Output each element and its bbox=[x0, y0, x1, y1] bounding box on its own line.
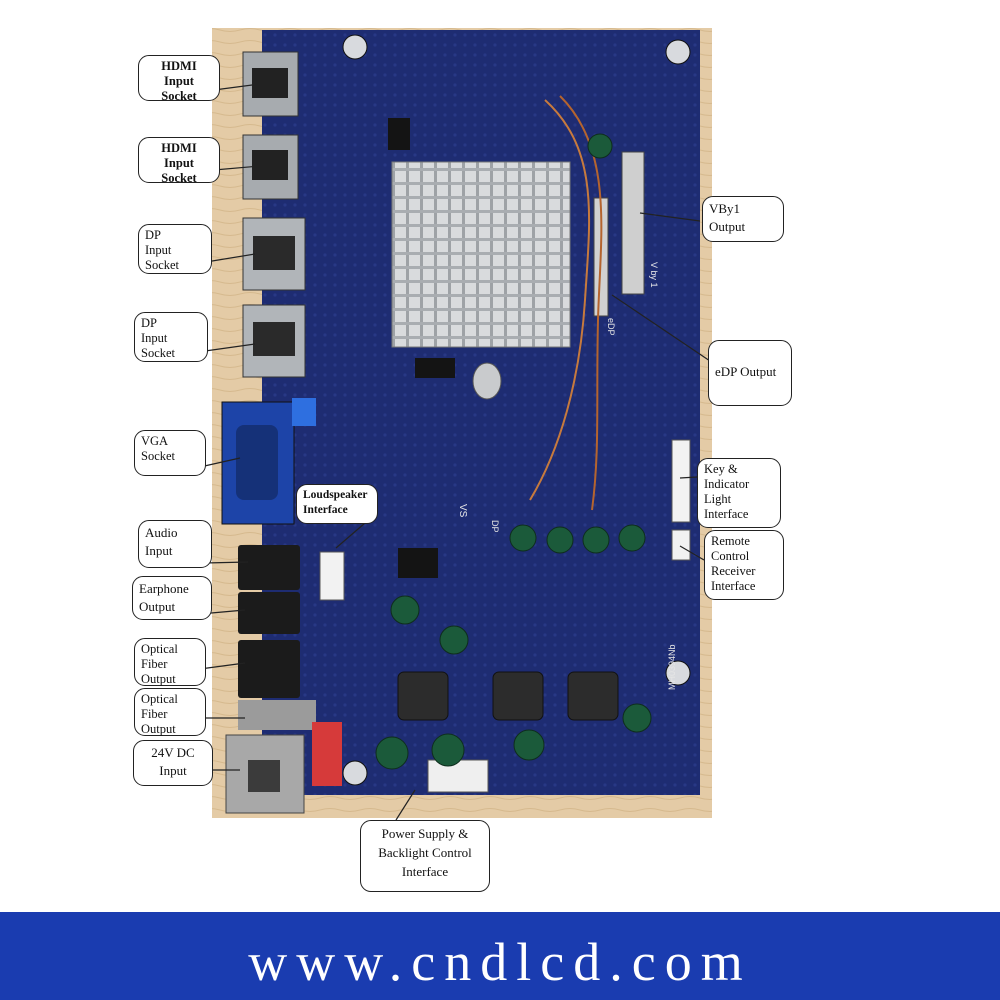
silkscreen-model: MH0394Nb bbox=[667, 644, 677, 690]
label-earphone-output: Earphone Output bbox=[132, 576, 212, 620]
key-connector bbox=[671, 439, 691, 523]
label-remote-control: Remote Control Receiver Interface bbox=[704, 530, 784, 600]
inductor-icon bbox=[397, 671, 619, 721]
leader-lines bbox=[197, 83, 711, 821]
ic-chip bbox=[388, 118, 455, 578]
label-power-backlight: Power Supply & Backlight Control Interfa… bbox=[360, 820, 490, 892]
label-dp-2: DP Input Socket bbox=[134, 312, 208, 362]
silkscreen-dp: DP bbox=[490, 520, 500, 533]
label-hdmi-2: HDMI Input Socket bbox=[138, 137, 220, 185]
label-optical-fiber-2: Optical Fiber Output bbox=[134, 688, 206, 736]
remote-connector bbox=[671, 529, 691, 561]
label-vga: VGA Socket bbox=[134, 430, 206, 476]
heatsink bbox=[391, 161, 571, 348]
label-optical-fiber-1: Optical Fiber Output bbox=[134, 638, 206, 686]
power-connector-icon bbox=[312, 722, 342, 786]
label-hdmi-1: HDMI Input Socket bbox=[138, 55, 220, 103]
label-loudspeaker: Loudspeaker Interface bbox=[296, 484, 378, 524]
label-audio-input: Audio Input bbox=[138, 520, 212, 568]
silkscreen-vby1: V by 1 bbox=[649, 262, 659, 288]
footer-banner bbox=[0, 912, 1000, 1000]
hdmi-socket-icon bbox=[242, 51, 299, 200]
crystal-oscillator bbox=[472, 362, 502, 400]
vga-socket-icon bbox=[221, 398, 316, 525]
silkscreen-edp: eDP bbox=[606, 318, 616, 336]
label-dc-input: 24V DC Input bbox=[133, 740, 213, 786]
audio-jack-icon bbox=[225, 545, 316, 814]
twisted-wire bbox=[529, 99, 591, 501]
label-key-indicator: Key & Indicator Light Interface bbox=[697, 458, 781, 528]
label-vby1-output: VBy1 Output bbox=[702, 196, 784, 242]
vby1-connector bbox=[621, 151, 645, 295]
footer-url[interactable]: www.cndlcd.com bbox=[248, 932, 752, 992]
silkscreen-vs: VS bbox=[457, 504, 468, 518]
label-dp-1: DP Input Socket bbox=[138, 224, 212, 274]
mounting-hole-icon bbox=[342, 34, 691, 786]
board-photo: VS DP eDP V by 1 MH0394Nb bbox=[197, 28, 712, 821]
label-edp-output: eDP Output bbox=[708, 340, 792, 406]
speaker-connector-icon bbox=[319, 551, 345, 601]
power-backlight-connector bbox=[427, 759, 489, 793]
capacitor-icon bbox=[375, 133, 652, 770]
